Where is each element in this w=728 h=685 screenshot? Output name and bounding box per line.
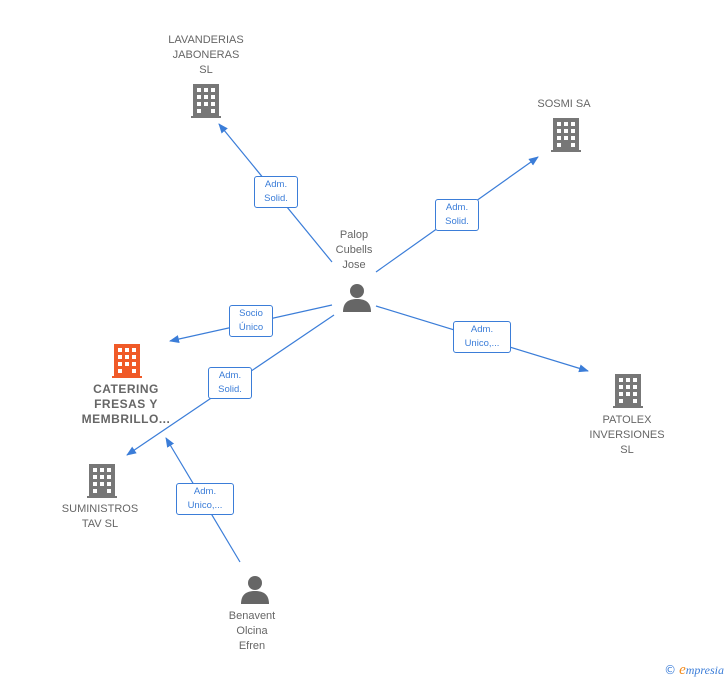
person-icon	[241, 576, 269, 604]
edge-label-palop-sosmi: Adm. Solid.	[435, 199, 479, 231]
building-icon	[551, 118, 581, 152]
edge-label-palop-suministros: Adm. Solid.	[208, 367, 252, 399]
edge-label-benavent-catering: Adm. Unico,...	[176, 483, 234, 515]
building-icon	[191, 84, 221, 118]
node-label-palop[interactable]: Palop Cubells Jose	[335, 229, 373, 271]
node-label-sosmi[interactable]: SOSMI SA	[537, 98, 591, 110]
node-label-benavent[interactable]: Benavent Olcina Efren	[228, 610, 276, 652]
building-icon	[112, 344, 142, 378]
node-label-patolex[interactable]: PATOLEX INVERSIONES SL	[589, 414, 665, 456]
building-icon	[87, 464, 117, 498]
node-label-lavanderias[interactable]: LAVANDERIAS JABONERAS SL	[168, 34, 244, 76]
edge-label-palop-patolex: Adm. Unico,...	[453, 321, 511, 353]
building-icon	[613, 374, 643, 408]
edge-label-palop-catering: Socio Único	[229, 305, 273, 337]
edge-label-palop-lavanderias: Adm. Solid.	[254, 176, 298, 208]
empresia-logo: ©empresia	[664, 662, 724, 678]
node-label-catering[interactable]: CATERING FRESAS Y MEMBRILLO...	[81, 382, 171, 426]
node-label-suministros[interactable]: SUMINISTROS TAV SL	[61, 503, 139, 530]
person-icon	[343, 284, 371, 312]
copyright-icon: ©	[664, 663, 677, 677]
